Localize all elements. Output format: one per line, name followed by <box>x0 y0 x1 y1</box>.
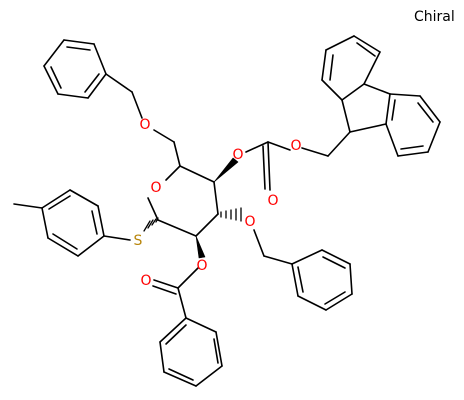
tolyl-ring <box>41 189 105 257</box>
benzoyl-ring <box>159 317 223 387</box>
bond-tolyl-methyl <box>13 203 43 209</box>
bond-ch2-c9-fmoc <box>327 131 351 157</box>
bond-c6-c5 <box>173 141 181 167</box>
bond-benzoyl-c-o-double-a <box>153 279 179 289</box>
atom-o-carbonate-carbonyl: O <box>267 193 278 209</box>
wedge-c4-o-carbonate <box>213 157 239 183</box>
bond-carbonyl-c-o-double-a <box>267 141 271 191</box>
pyranose-ring <box>147 165 219 237</box>
fluorene-group <box>321 35 441 157</box>
atom-o-carbonate-fmoc: O <box>290 138 301 154</box>
atom-o-ring: O <box>150 180 161 196</box>
bond-benzoyl-c-o-double-b <box>152 285 177 295</box>
bond-carbonyl-c-o-fmoc <box>267 141 291 151</box>
atom-o-carbonate-ring: O <box>232 147 243 163</box>
bond-o-ch2-c6 <box>153 129 175 143</box>
atom-o-benzyl-ether-c3: O <box>244 214 255 230</box>
hash-c1-s <box>143 217 159 232</box>
benzyl-ring-top-left <box>43 39 107 99</box>
bond-o-ch2-c3 <box>253 229 265 257</box>
bond-benzyl-ch2-top <box>105 73 133 93</box>
atom-s-thio: S <box>134 233 143 249</box>
bond-benzoyl-c-ring <box>177 287 187 319</box>
chiral-label: Chiral <box>414 9 455 25</box>
bond-o-benzoyl-c <box>177 267 199 289</box>
bond-s-aryl <box>103 235 131 241</box>
bond-o-carbonyl-c <box>245 141 269 153</box>
bond-o-ch2-fmoc <box>301 147 329 157</box>
atom-o-benzyl-ether-top: O <box>139 117 150 133</box>
atom-o-benzoate-carbonyl: O <box>140 273 151 289</box>
atom-o-benzoate-ester: O <box>196 258 207 274</box>
hash-c3-o <box>220 207 242 222</box>
wedge-c2-o-benzoate <box>195 235 206 259</box>
bond-ch2-o-top <box>131 91 143 119</box>
bond-ch2-phenyl-c3 <box>263 255 293 265</box>
benzyl-ring-right <box>291 249 353 311</box>
bond-carbonyl-c-o-double-b <box>262 145 266 190</box>
